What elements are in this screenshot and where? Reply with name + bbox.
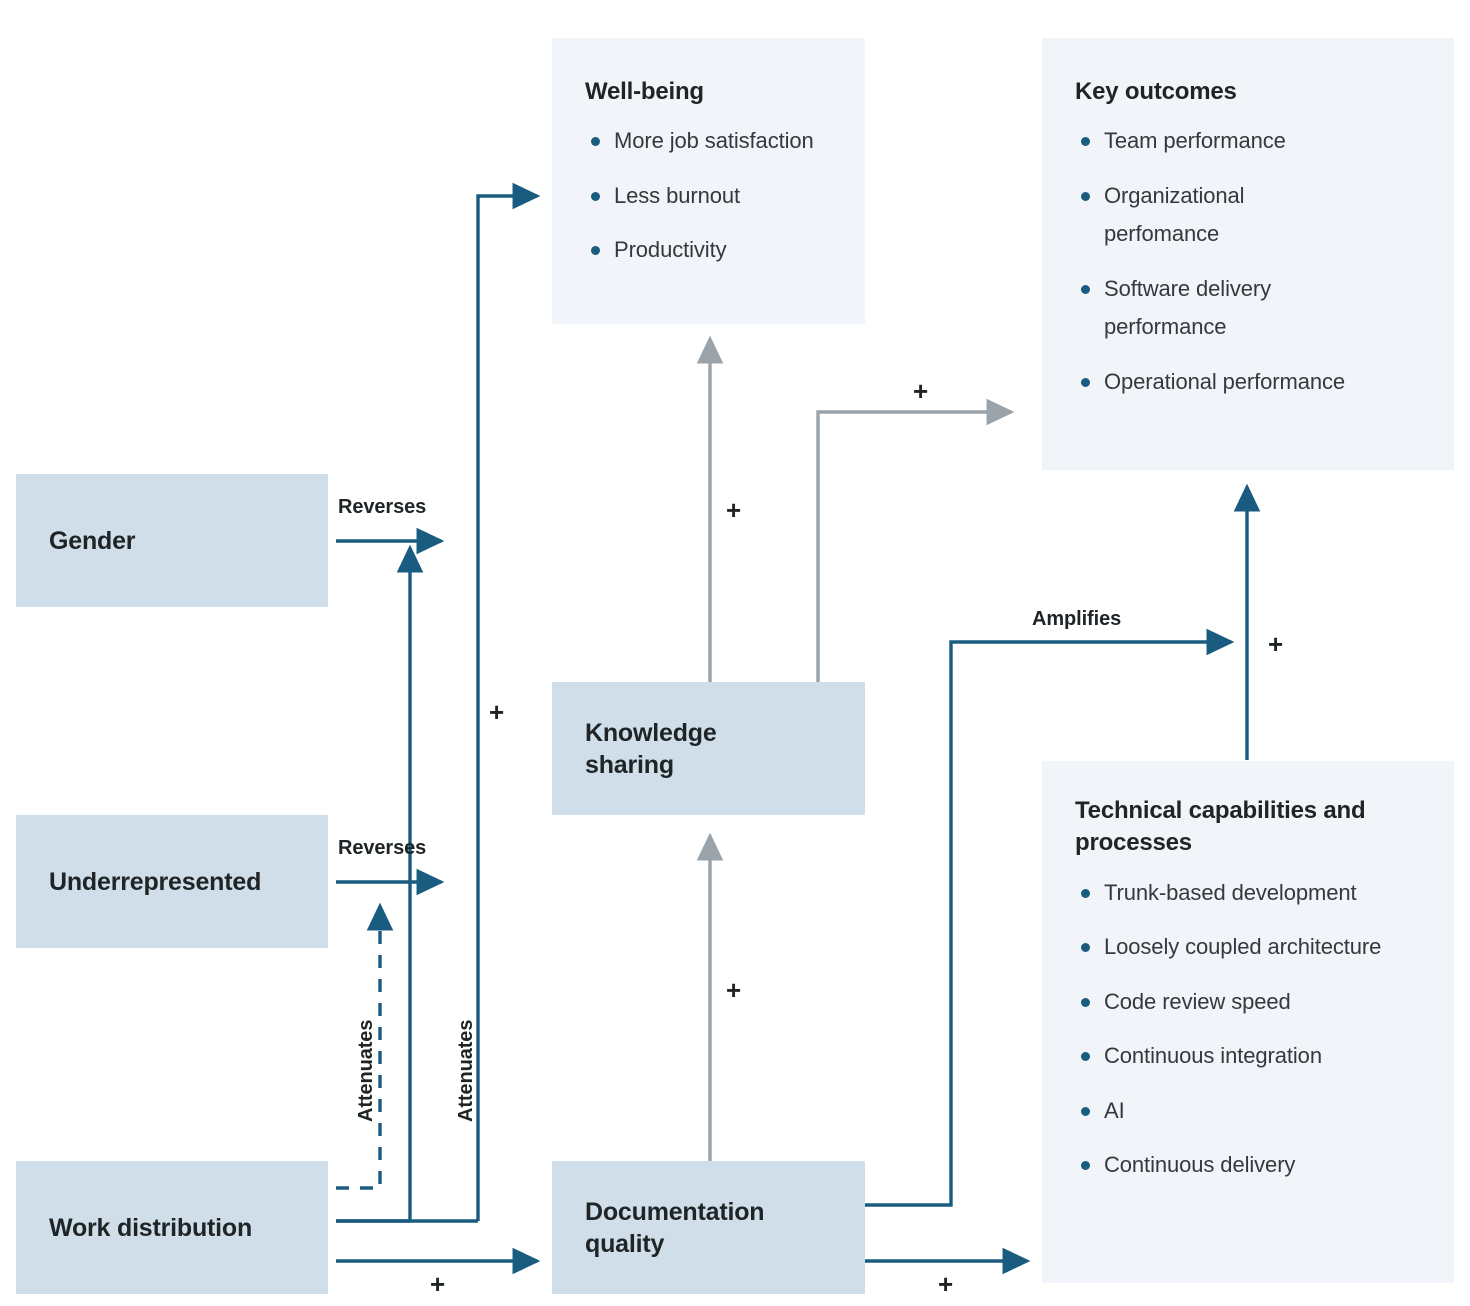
well-being-list: More job satisfaction Less burnout Produ… xyxy=(585,122,865,270)
key-outcomes-list: Team performance Organizational perfoman… xyxy=(1075,122,1454,401)
list-item: Team performance xyxy=(1075,122,1454,161)
wire-knowledge-to-outcomes xyxy=(816,398,1015,682)
node-underrepresented: Underrepresented xyxy=(16,815,328,948)
list-item: Loosely coupled architecture xyxy=(1075,928,1454,967)
documentation-quality-title: Documentation quality xyxy=(585,1197,765,1258)
edge-label-attenuates-dashed: Attenuates xyxy=(355,1019,377,1122)
node-documentation-quality: Documentation quality xyxy=(552,1161,865,1294)
technical-capabilities-list: Trunk-based development Loosely coupled … xyxy=(1075,874,1454,1185)
node-work-distribution: Work distribution xyxy=(16,1161,328,1294)
node-key-outcomes: Key outcomes Team performance Organizati… xyxy=(1042,38,1454,470)
node-well-being: Well-being More job satisfaction Less bu… xyxy=(552,38,865,324)
list-item: Software delivery performance xyxy=(1075,270,1319,347)
list-item: Organizational perfomance xyxy=(1075,177,1319,254)
gender-title: Gender xyxy=(49,526,136,555)
edge-label-reverses-gender: Reverses xyxy=(338,496,427,518)
work-distribution-title: Work distribution xyxy=(49,1213,253,1242)
list-item: Operational performance xyxy=(1075,363,1454,402)
list-item: Less burnout xyxy=(585,177,865,216)
list-item: More job satisfaction xyxy=(585,122,865,161)
list-item: Trunk-based development xyxy=(1075,874,1454,913)
edge-label-plus-doc-knowledge: + xyxy=(726,975,742,1005)
list-item: AI xyxy=(1075,1092,1454,1131)
edge-label-plus-doc-tech: + xyxy=(938,1269,954,1299)
edge-label-plus-knowledge-outcomes: + xyxy=(913,376,929,406)
edge-label-plus-work-doc: + xyxy=(430,1269,446,1299)
edge-label-attenuates-solid: Attenuates xyxy=(455,1019,477,1122)
node-technical-capabilities: Technical capabilities and processes Tru… xyxy=(1042,761,1454,1283)
key-outcomes-title: Key outcomes xyxy=(1075,78,1237,105)
edge-label-amplifies: Amplifies xyxy=(1032,608,1122,630)
technical-capabilities-title: Technical capabilities and processes xyxy=(1075,797,1366,857)
underrepresented-title: Underrepresented xyxy=(49,867,262,896)
edge-label-reverses-underrepresented: Reverses xyxy=(338,837,427,859)
node-gender: Gender xyxy=(16,474,328,607)
node-knowledge-sharing: Knowledge sharing xyxy=(552,682,865,815)
edge-label-plus-doc-wellbeing: + xyxy=(489,697,505,727)
wire-doc-to-wellbeing xyxy=(476,182,541,1221)
well-being-title: Well-being xyxy=(585,78,704,105)
list-item: Code review speed xyxy=(1075,983,1454,1022)
knowledge-sharing-title: Knowledge sharing xyxy=(585,718,717,779)
list-item: Productivity xyxy=(585,231,865,270)
list-item: Continuous delivery xyxy=(1075,1146,1454,1185)
list-item: Continuous integration xyxy=(1075,1037,1454,1076)
edge-label-plus-knowledge-wellbeing: + xyxy=(726,495,742,525)
edge-label-plus-tech-outcomes: + xyxy=(1268,629,1284,659)
